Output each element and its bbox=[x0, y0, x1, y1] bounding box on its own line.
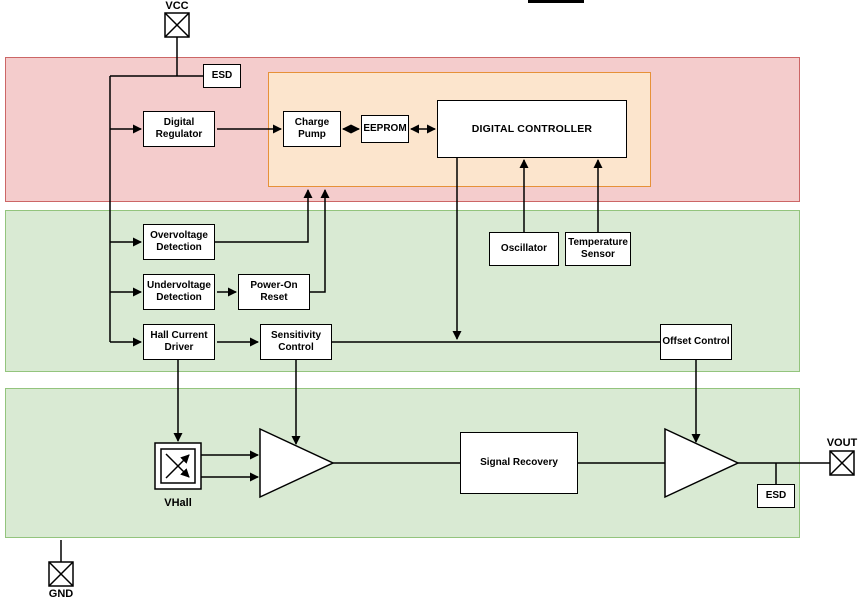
gnd-pin-label: GND bbox=[48, 588, 74, 600]
vout-pin-icon bbox=[829, 450, 855, 476]
hall-current-driver-block: Hall Current Driver bbox=[143, 324, 215, 360]
digital-regulator-block: Digital Regulator bbox=[143, 111, 215, 147]
temperature-sensor-block: Temperature Sensor bbox=[565, 232, 631, 266]
cropped-title-fragment bbox=[528, 0, 584, 3]
arrow-overvoltage-to-core bbox=[215, 189, 313, 243]
overvoltage-detection-block: Overvoltage Detection bbox=[143, 224, 215, 260]
vcc-pin-label: VCC bbox=[165, 0, 189, 12]
oscillator-block: Oscillator bbox=[489, 232, 559, 266]
vhall-label: VHall bbox=[164, 497, 192, 509]
power-on-reset-block: Power-On Reset bbox=[238, 274, 310, 310]
vout-pin-label: VOUT bbox=[826, 437, 858, 449]
amplifier-1-icon bbox=[259, 427, 335, 499]
gnd-pin-icon bbox=[48, 561, 74, 587]
amplifier-2-icon bbox=[664, 427, 740, 499]
offset-control-block: Offset Control bbox=[660, 324, 732, 360]
vhall-element-icon bbox=[154, 442, 202, 490]
vcc-pin-icon bbox=[164, 12, 190, 38]
digital-controller-block: DIGITAL CONTROLLER bbox=[437, 100, 627, 158]
sensitivity-control-block: Sensitivity Control bbox=[260, 324, 332, 360]
undervoltage-detection-block: Undervoltage Detection bbox=[143, 274, 215, 310]
esd-bottom-block: ESD bbox=[757, 484, 795, 508]
eeprom-block: EEPROM bbox=[361, 115, 409, 143]
esd-top-block: ESD bbox=[203, 64, 241, 88]
charge-pump-block: Charge Pump bbox=[283, 111, 341, 147]
signal-recovery-block: Signal Recovery bbox=[460, 432, 578, 494]
arrow-por-to-core bbox=[310, 189, 330, 293]
